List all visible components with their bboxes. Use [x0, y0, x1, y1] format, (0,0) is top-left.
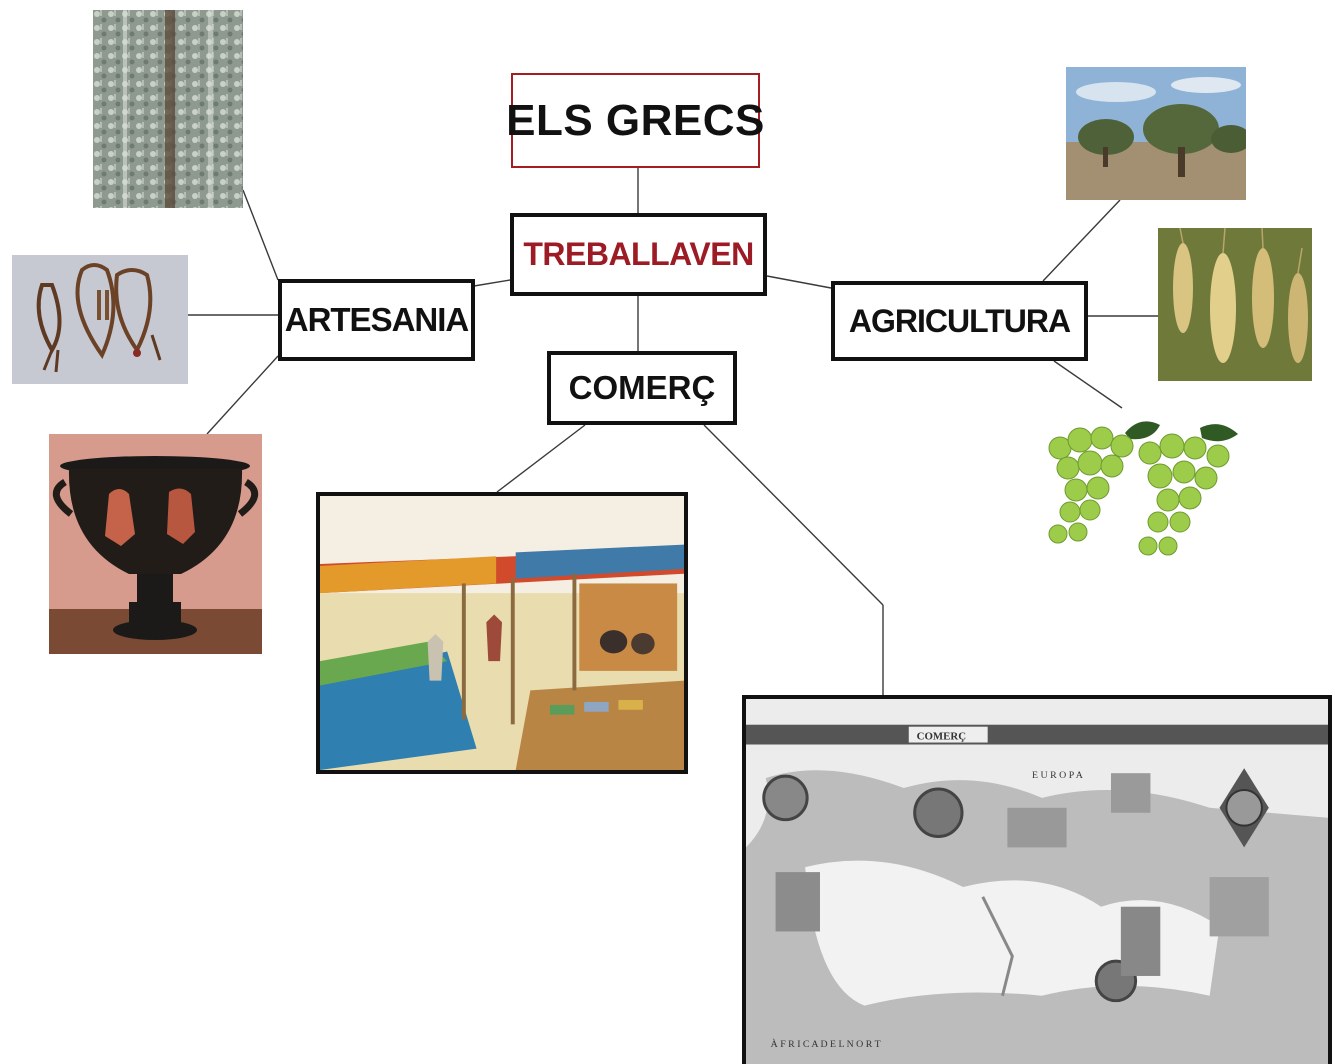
bronze-jewelry-image	[12, 255, 188, 384]
edge-comerc-map-a	[703, 424, 884, 606]
olive-trees-image	[1066, 67, 1246, 200]
wheat-field-image	[1158, 228, 1312, 381]
root-node-label: ELS GRECS	[506, 95, 765, 145]
edge-agricultura-olive	[1042, 199, 1121, 282]
grape-bunches-image	[1040, 408, 1240, 566]
red-figure-krater-vase-image	[49, 434, 262, 654]
map-header-label: COMERÇ	[917, 731, 967, 743]
branch-node-agricultura: AGRICULTURA	[831, 281, 1088, 361]
branch-label-comerc: COMERÇ	[568, 369, 716, 406]
map-africa-label: À F R I C A D E L N O R T	[771, 1038, 881, 1050]
branch-node-artesania: ARTESANIA	[278, 279, 475, 361]
hub-node-label: TREBALLAVEN	[523, 236, 754, 272]
map-europe-label: E U R O P A	[1032, 770, 1084, 781]
branch-label-artesania: ARTESANIA	[284, 301, 470, 338]
trade-routes-map-image: COMERÇ E U R O P A À F R I C A D E L N O…	[742, 695, 1332, 1064]
branch-node-comerc: COMERÇ	[547, 351, 737, 425]
hub-node-treballaven: TREBALLAVEN	[510, 213, 767, 296]
edge-comerc-market	[496, 424, 586, 493]
root-node-els-grecs: ELS GRECS	[506, 73, 764, 168]
edge-agricultura-grapes	[1053, 360, 1123, 409]
edge-artesania-textile	[242, 189, 279, 281]
textile-fabric-image	[93, 10, 243, 208]
edge-hub-agricultura	[766, 275, 832, 289]
branch-label-agricultura: AGRICULTURA	[848, 302, 1071, 339]
market-scene-drawing-image	[316, 492, 688, 774]
edge-hub-artesania	[473, 279, 511, 287]
edge-artesania-vase	[206, 355, 279, 435]
